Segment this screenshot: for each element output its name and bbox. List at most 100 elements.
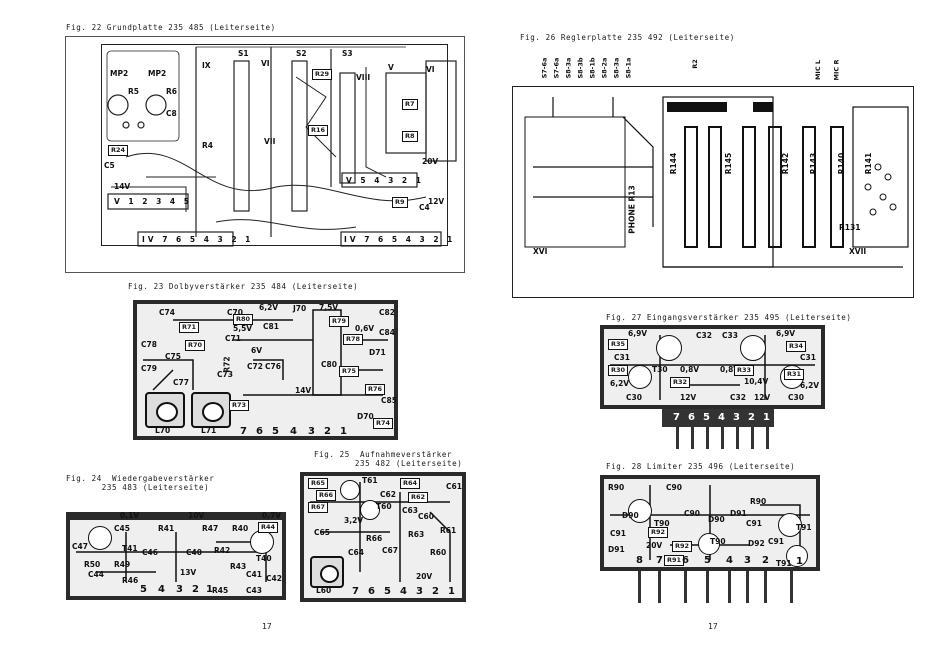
fig28-transistor-t90 — [698, 533, 720, 555]
fig24-r43: R43 — [230, 562, 247, 571]
fig23-r78: R78 — [343, 334, 364, 345]
fig23-c81: C81 — [263, 322, 279, 331]
fig23-pot-l70[interactable] — [145, 392, 185, 428]
fig27-board: 6,9V C32 C33 6,9V R35 R34 C31 C31 R30 T3… — [600, 325, 825, 409]
fig26-top-6: S8-3a — [612, 57, 621, 79]
fig28-board: R90 C90 R90 D90 C90 T90 D90 D91 C91 T91 … — [600, 475, 820, 571]
fig28-leg-2 — [764, 571, 767, 603]
fig23-j70: J70 — [293, 304, 307, 313]
fig26-r140: R140 — [837, 152, 847, 175]
fig23-r76: R76 — [365, 384, 386, 395]
fig27-r30: R30 — [608, 365, 629, 376]
fig28-t91-bottom: T91 — [776, 559, 792, 568]
fig23-pin-3: 3 — [308, 426, 315, 437]
fig25-r67: R67 — [308, 502, 329, 513]
fig28-transistor-t90-left — [628, 499, 652, 523]
fig23-pin-5: 5 — [272, 426, 279, 437]
fig28-d92: D92 — [748, 539, 765, 548]
fig28-r90-right: R90 — [750, 497, 767, 506]
fig22-roman-v: V — [388, 63, 394, 72]
fig22-roman-viii: VIII — [356, 73, 371, 82]
fig24-transistor-t40 — [250, 530, 274, 554]
fig22-12v: 12V — [428, 197, 445, 206]
fig22-inner — [101, 44, 448, 246]
fig28-pin-1: 1 — [796, 556, 803, 567]
fig28-leg-6 — [684, 571, 687, 603]
fig23-c78: C78 — [141, 340, 157, 349]
fig27-r32: R32 — [670, 377, 691, 388]
fig27-transistor-left — [656, 335, 682, 361]
fig24-r42: R42 — [214, 546, 231, 555]
fig28-20v: 20V — [646, 541, 663, 550]
fig23-caption: Fig. 23 Dolbyverstärker 235 484 (Leiters… — [128, 282, 359, 291]
fig24-10v: 10V — [188, 512, 205, 520]
fig28-t90-mid: T90 — [654, 519, 670, 528]
fig22-c4: C4 — [419, 203, 430, 212]
fig25-t61: T61 — [362, 476, 378, 485]
fig22-roman-vi: VI — [261, 59, 270, 68]
fig25-r63: R63 — [408, 530, 425, 539]
fig22-mp2-left: MP2 — [110, 69, 129, 78]
fig28-r91: R91 — [664, 555, 685, 566]
fig25-c67: C67 — [382, 546, 398, 555]
fig26-top-5: S8-2a — [600, 57, 609, 79]
fig27-pin-1: 1 — [763, 412, 770, 423]
fig27-connector — [662, 409, 774, 427]
fig25-pin-5: 5 — [384, 586, 391, 597]
fig27-12v-left: 12V — [680, 393, 697, 402]
fig24-pin-2: 2 — [192, 584, 199, 595]
fig23-6v: 6V — [251, 346, 263, 355]
fig28-leg-3 — [746, 571, 749, 603]
fig26-r141: R141 — [864, 152, 874, 175]
fig24-pin-3: 3 — [176, 584, 183, 595]
fig27-c32: C32 — [696, 331, 712, 340]
fig28-t91-top: T91 — [796, 523, 812, 532]
fig27-transistor-right — [740, 335, 766, 361]
fig22-roman-ix: IX — [202, 61, 211, 70]
fig22-strip-iv2: IV 7 6 5 4 3 2 1 — [344, 235, 456, 244]
fig24-r49: R49 — [114, 560, 131, 569]
fig23-r80: R80 — [233, 314, 254, 325]
fig23-c85: C85 — [381, 396, 397, 405]
fig28-c90-top: C90 — [666, 483, 682, 492]
fig28-leg-5 — [706, 571, 709, 603]
fig28-pin-5: 5 — [704, 555, 711, 566]
fig24-c43: C43 — [246, 586, 262, 595]
fig22-strip-iv: IV 7 6 5 4 3 2 1 — [142, 235, 254, 244]
fig27-c31-left: C31 — [614, 353, 630, 362]
fig23-l71: L71 — [201, 426, 217, 435]
fig27-c30-right: C30 — [788, 393, 804, 402]
fig27-6-9v-left: 6,9V — [628, 329, 648, 338]
fig23-pin-4: 4 — [290, 426, 297, 437]
fig22-roman-vii: VII — [264, 137, 276, 146]
fig24-c42: C42 — [266, 574, 282, 583]
fig23-pin-2: 2 — [324, 426, 331, 437]
fig24-pin-1: 1 — [206, 584, 213, 595]
fig27-c30-left: C30 — [626, 393, 642, 402]
fig23-pot-l71[interactable] — [191, 392, 231, 428]
fig24-c47: C47 — [72, 542, 88, 551]
fig28-c91-bottom: C91 — [768, 537, 784, 546]
fig26-r142: R142 — [781, 152, 791, 175]
fig22-traces — [106, 46, 457, 247]
fig25-pin-3: 3 — [416, 586, 423, 597]
fig26-xvii: XVII — [849, 247, 867, 256]
fig22-r4: R4 — [202, 141, 213, 150]
fig27-pin-2: 2 — [748, 412, 755, 423]
fig25-pin-4: 4 — [400, 586, 407, 597]
fig28-pin-7: 7 — [656, 555, 663, 566]
fig27-t30: T30 — [652, 365, 668, 374]
fig22-caption: Fig. 22 Grundplatte 235 485 (Leiterseite… — [66, 23, 276, 32]
fig27-leg-1 — [766, 427, 769, 449]
fig25-pot-l60[interactable] — [310, 556, 344, 588]
fig26-xvi: XVI — [533, 247, 548, 256]
fig23-d71: D71 — [369, 348, 386, 357]
fig26-r131: R131 — [839, 223, 861, 232]
fig28-t90-bottom: T90 — [710, 537, 726, 546]
fig25-r61: R61 — [440, 526, 457, 535]
fig24-c41: C41 — [246, 570, 262, 579]
fig26-top-4: S8-1b — [588, 57, 597, 79]
fig25-c61: C61 — [446, 482, 462, 491]
fig23-c77: C77 — [173, 378, 189, 387]
fig25-caption: Fig. 25 Aufnahmeverstärker 235 482 (Leit… — [314, 450, 463, 468]
